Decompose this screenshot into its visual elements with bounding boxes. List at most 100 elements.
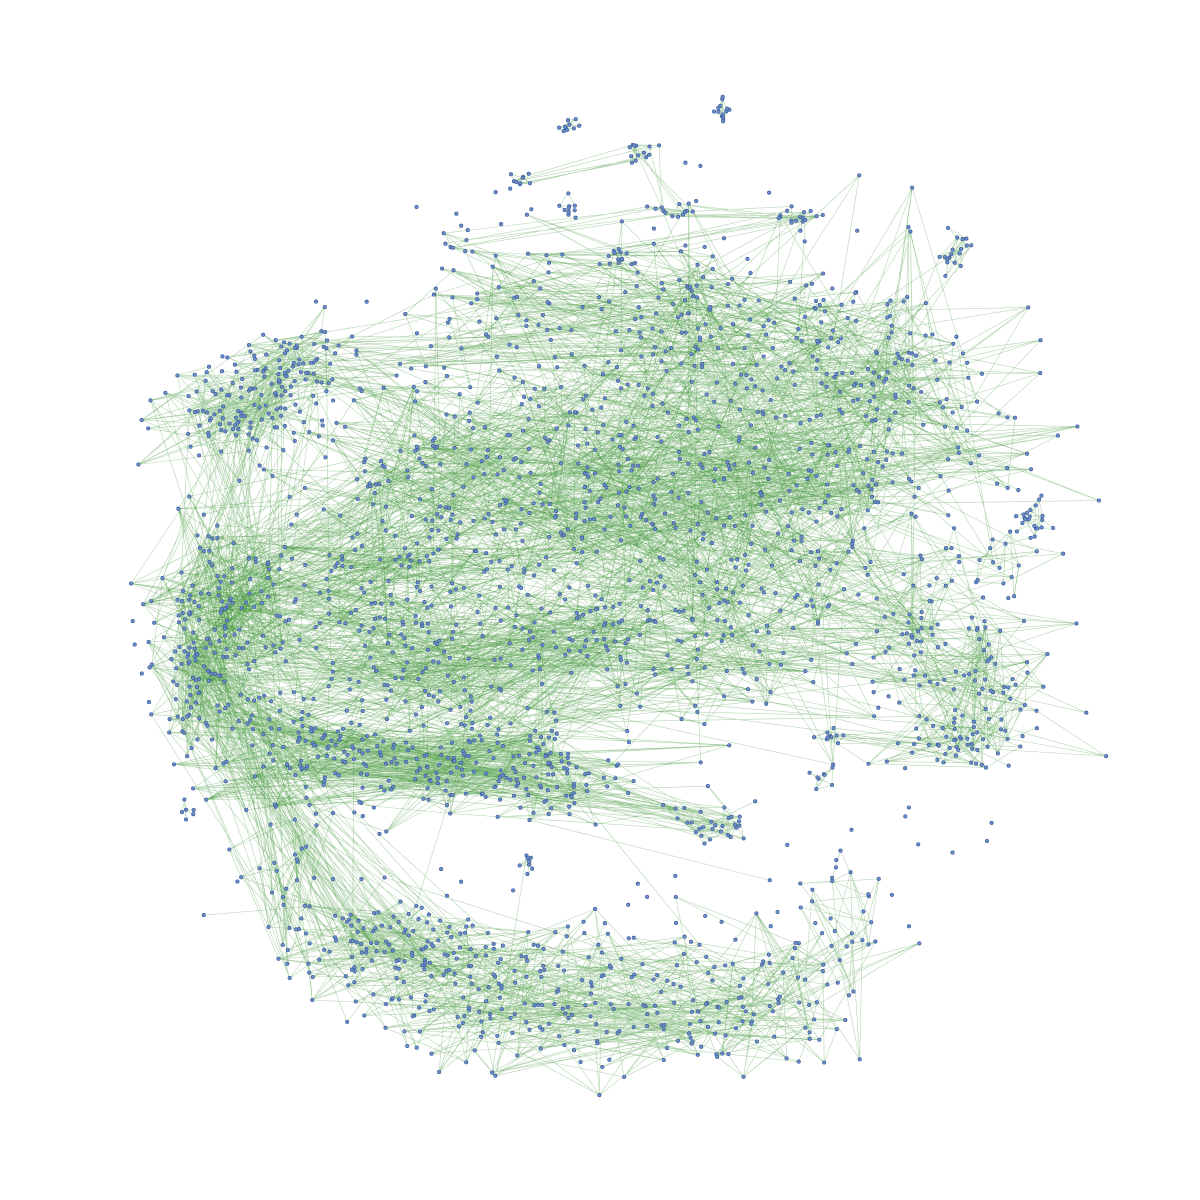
graph-node — [694, 960, 699, 965]
graph-node — [541, 741, 546, 747]
graph-node — [210, 536, 215, 541]
graph-node — [706, 1024, 711, 1029]
graph-node — [582, 519, 587, 524]
graph-node — [391, 742, 396, 747]
graph-node — [349, 954, 355, 960]
graph-node — [547, 502, 552, 507]
graph-node — [218, 579, 223, 584]
graph-node — [720, 1051, 725, 1056]
graph-node — [721, 633, 726, 638]
graph-node — [807, 417, 812, 422]
graph-node — [537, 748, 542, 753]
graph-node — [454, 536, 459, 541]
graph-node — [276, 372, 281, 377]
graph-node — [192, 599, 197, 605]
graph-node — [834, 371, 839, 376]
graph-node — [557, 1034, 562, 1039]
graph-node — [391, 914, 396, 919]
graph-node — [146, 639, 151, 645]
graph-node — [413, 712, 419, 717]
graph-node — [1009, 574, 1014, 580]
graph-node — [519, 507, 524, 512]
graph-node — [470, 249, 475, 254]
graph-node — [194, 685, 200, 690]
graph-node — [469, 699, 474, 704]
graph-node — [278, 405, 283, 410]
graph-node — [520, 175, 525, 180]
graph-node — [534, 775, 539, 780]
graph-node — [914, 638, 919, 644]
graph-node — [818, 412, 824, 418]
graph-node — [582, 363, 587, 368]
graph-node — [458, 520, 463, 525]
graph-node — [1006, 763, 1011, 768]
graph-node — [946, 488, 951, 493]
graph-node — [436, 547, 441, 552]
graph-node — [761, 590, 766, 595]
graph-node — [830, 328, 835, 333]
graph-node — [321, 782, 326, 787]
graph-node — [299, 916, 304, 921]
graph-node — [554, 718, 559, 723]
graph-node — [1012, 415, 1018, 420]
graph-node — [179, 598, 184, 604]
graph-node — [1005, 736, 1010, 741]
graph-node — [360, 751, 365, 756]
graph-node — [532, 386, 537, 391]
graph-node — [173, 697, 178, 702]
graph-node — [223, 633, 228, 638]
graph-node — [929, 626, 934, 631]
graph-node — [383, 528, 388, 533]
graph-node — [895, 351, 900, 356]
graph-node — [539, 735, 544, 740]
graph-node — [1084, 710, 1089, 715]
graph-node — [652, 502, 657, 507]
graph-node — [742, 297, 747, 302]
graph-node — [759, 962, 765, 967]
graph-node — [187, 494, 192, 499]
graph-node — [808, 208, 813, 214]
graph-node — [379, 923, 385, 928]
graph-node — [805, 476, 810, 481]
graph-node — [438, 689, 443, 694]
graph-node — [705, 784, 710, 789]
graph-node — [712, 478, 717, 484]
graph-node — [746, 687, 751, 692]
graph-node — [700, 592, 705, 597]
graph-node — [351, 757, 357, 762]
graph-node — [1034, 549, 1039, 554]
graph-node — [975, 730, 980, 735]
graph-node — [438, 918, 443, 923]
graph-node — [1041, 684, 1046, 689]
graph-node — [834, 463, 840, 469]
graph-node — [232, 362, 237, 367]
graph-node — [977, 637, 982, 642]
graph-node — [495, 472, 500, 477]
graph-node — [651, 667, 656, 672]
graph-node — [548, 337, 553, 342]
graph-node — [592, 447, 598, 453]
graph-node — [729, 557, 734, 562]
graph-node — [331, 398, 336, 403]
graph-node — [776, 1001, 781, 1006]
graph-node — [617, 469, 622, 474]
graph-node — [423, 773, 428, 778]
graph-node — [743, 568, 748, 573]
graph-node — [330, 669, 335, 674]
graph-node — [540, 642, 545, 648]
graph-node — [487, 748, 492, 754]
graph-node — [213, 671, 218, 676]
graph-node — [560, 949, 565, 954]
graph-node — [435, 641, 440, 647]
graph-node — [186, 394, 191, 399]
graph-node — [355, 929, 360, 935]
graph-node — [343, 621, 348, 626]
graph-node — [491, 946, 496, 951]
graph-node — [219, 387, 224, 392]
graph-node — [861, 909, 866, 914]
graph-node — [221, 404, 226, 409]
graph-node — [907, 383, 912, 388]
graph-node — [417, 766, 422, 771]
graph-node — [409, 514, 414, 519]
